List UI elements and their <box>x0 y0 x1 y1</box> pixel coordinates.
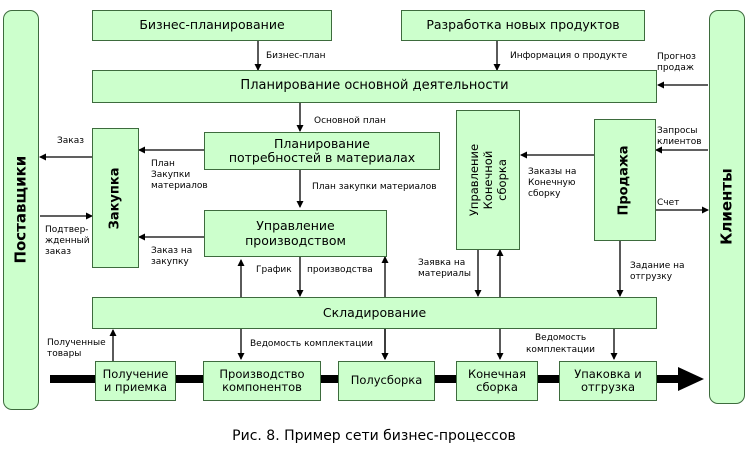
clients-label: Клиенты <box>717 168 736 246</box>
label-kitting-list2-1: Ведомость <box>535 333 587 343</box>
fa-mgmt-label-3: сборка <box>495 159 509 201</box>
subassembly-label: Полусборка <box>350 373 423 388</box>
label-material-request-2: материалы <box>418 269 472 279</box>
warehousing-label: Складирование <box>322 304 427 320</box>
business-planning-label: Бизнес-планирование <box>139 17 285 33</box>
new-products-label: Разработка новых продуктов <box>426 17 620 33</box>
component-production-label-2: компонентов <box>222 380 302 394</box>
final-assembly-label-2: сборка <box>476 380 518 394</box>
clients-bar: Клиенты <box>709 10 745 404</box>
label-shipment-task-2: отгрузку <box>630 272 673 282</box>
subassembly-box: Полусборка <box>338 361 435 401</box>
fa-mgmt-box: Управление Конечной сборка <box>456 110 520 250</box>
label-forecast-2: продаж <box>657 63 694 73</box>
fa-mgmt-label: Управление Конечной сборка <box>467 144 509 216</box>
prod-mgmt-box: Управление производством <box>204 210 387 257</box>
flow-arrowhead <box>678 367 704 391</box>
label-material-plan-1: План <box>151 159 175 169</box>
mrp-label-2: потребностей в материалах <box>228 150 416 165</box>
label-fa-orders-2: Конечную <box>528 178 576 188</box>
main-planning-label: Планирование основной деятельности <box>240 78 509 94</box>
label-fa-orders-3: сборку <box>528 189 561 199</box>
label-shipment-task-1: Задание на <box>630 261 685 271</box>
label-kitting-list: Ведомость комплектации <box>250 339 374 349</box>
label-invoice: Счет <box>657 198 680 208</box>
sales-label: Продажа <box>616 144 632 216</box>
label-master-plan: Основной план <box>314 116 386 126</box>
label-production: производства <box>307 265 373 275</box>
receiving-label-2: и приемка <box>103 380 168 394</box>
label-purchase-order-2: закупку <box>151 257 189 267</box>
label-confirmed-1: Подтвер- <box>45 225 89 235</box>
mrp-label-1: Планирование <box>274 135 370 151</box>
prod-mgmt-label-1: Управление <box>256 218 335 234</box>
final-assembly-box: Конечная сборка <box>456 361 538 401</box>
label-forecast-1: Прогноз <box>657 52 696 62</box>
receiving-box: Получение и приемка <box>95 361 176 401</box>
packing-box: Упаковка и отгрузка <box>559 361 657 401</box>
prod-mgmt-label-2: производством <box>245 232 346 248</box>
figure-caption: Рис. 8. Пример сети бизнес-процессов <box>232 428 516 444</box>
new-products-box: Разработка новых продуктов <box>401 10 645 41</box>
label-schedule: График <box>256 265 292 275</box>
sales-box: Продажа <box>594 119 656 241</box>
label-product-info: Информация о продукте <box>510 51 628 61</box>
label-customer-requests-2: клиентов <box>657 137 702 147</box>
suppliers-bar: Поставщики <box>3 10 39 410</box>
warehousing-box: Складирование <box>92 297 657 329</box>
label-confirmed-2: жденный <box>45 236 90 246</box>
label-material-request-1: Заявка на <box>418 258 466 268</box>
label-material-plan-2: Закупки <box>151 170 191 180</box>
receiving-label-1: Получение <box>102 366 169 381</box>
label-kitting-list2-2: комплектации <box>526 345 595 355</box>
fa-mgmt-label-2: Конечной <box>481 150 495 210</box>
fa-mgmt-label-1: Управление <box>467 143 481 217</box>
label-material-plan-3: материалов <box>151 181 208 191</box>
purchasing-label: Закупка <box>107 167 123 229</box>
label-received-2: товары <box>47 349 82 359</box>
component-production-box: Производство компонентов <box>203 361 321 401</box>
packing-label-2: отгрузка <box>581 380 635 394</box>
label-purchase-order-1: Заказ на <box>151 246 193 256</box>
suppliers-label: Поставщики <box>11 156 30 264</box>
label-received-1: Полученные <box>47 338 106 348</box>
label-business-plan: Бизнес-план <box>266 51 326 61</box>
business-planning-box: Бизнес-планирование <box>92 10 332 41</box>
mrp-box: Планирование потребностей в материалах <box>204 132 440 170</box>
final-assembly-label-1: Конечная <box>467 366 527 381</box>
label-material-purchase-plan: План закупки материалов <box>312 182 437 192</box>
label-confirmed-3: заказ <box>45 247 72 257</box>
label-order: Заказ <box>57 136 85 146</box>
component-production-label-1: Производство <box>219 366 305 381</box>
purchasing-box: Закупка <box>92 128 139 268</box>
main-planning-box: Планирование основной деятельности <box>92 70 657 103</box>
packing-label-1: Упаковка и <box>574 366 642 381</box>
label-customer-requests-1: Запросы <box>657 126 698 136</box>
label-fa-orders-1: Заказы на <box>528 167 577 177</box>
